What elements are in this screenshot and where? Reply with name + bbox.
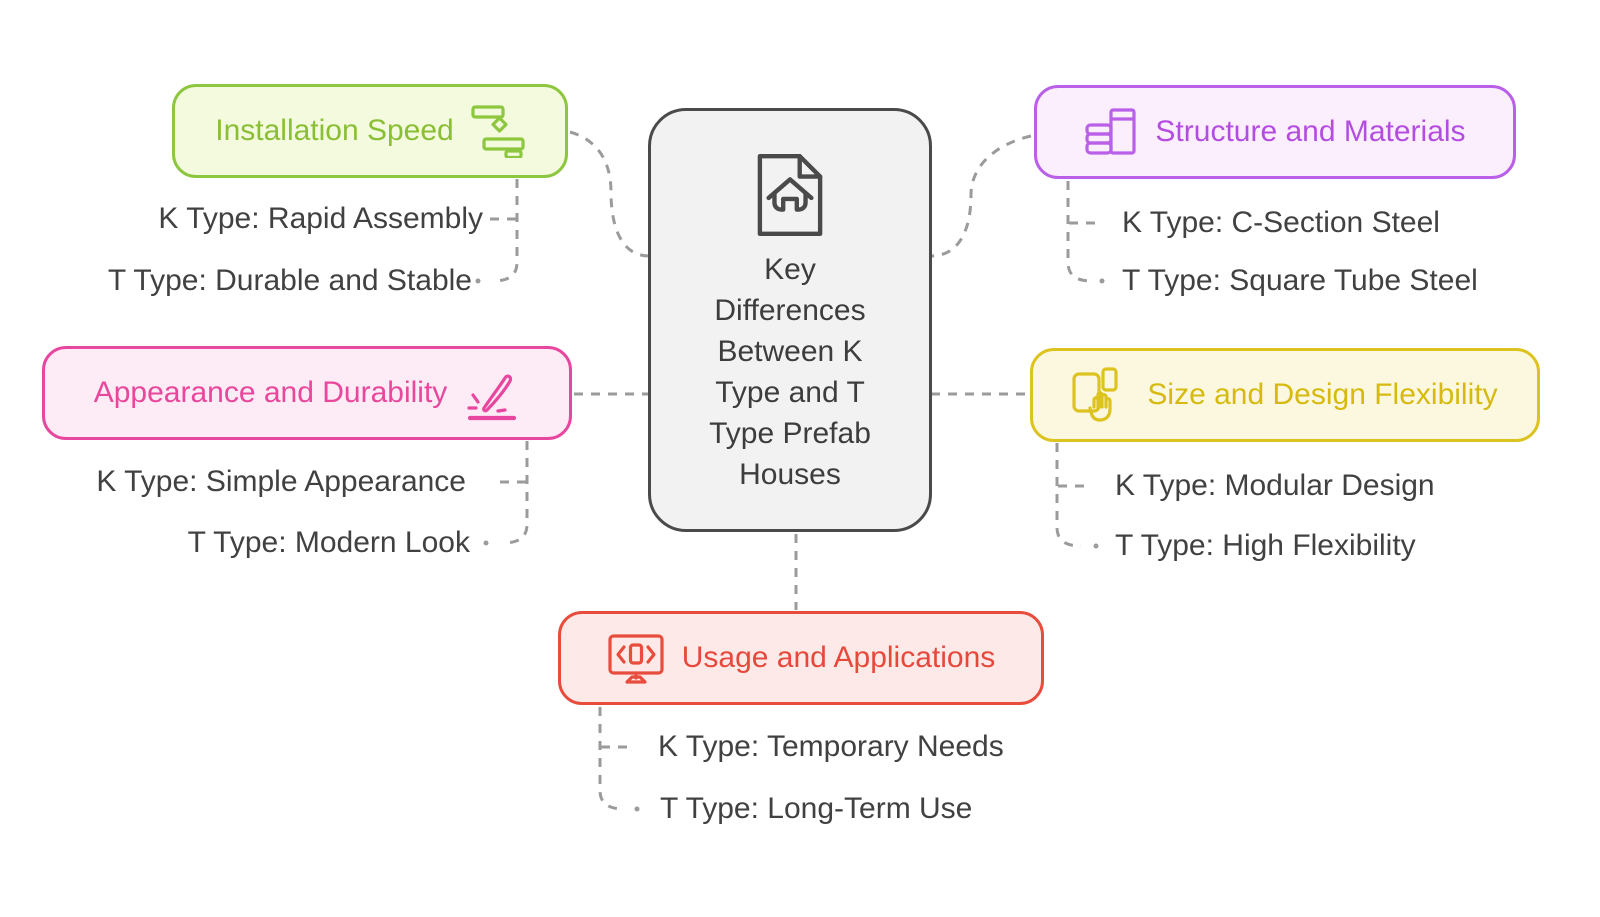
child-usage-k-type: K Type: Temporary Needs xyxy=(658,730,1004,763)
branch-structure-and-materials: Structure and Materials xyxy=(1034,85,1516,179)
connector-usage-children xyxy=(598,707,625,811)
connector-installation-children xyxy=(492,179,519,283)
branch-label: Structure and Materials xyxy=(1155,115,1466,148)
devices-hand-icon xyxy=(1072,367,1119,422)
center-title-line: Differences xyxy=(714,294,866,327)
connector-dot xyxy=(1099,278,1105,284)
center-title-line: Type Prefab xyxy=(709,417,871,450)
branch-label: Usage and Applications xyxy=(681,641,996,674)
branch-label: Installation Speed xyxy=(215,114,454,147)
branch-usage-and-applications: Usage and Applications xyxy=(558,611,1044,705)
child-size-k-type: K Type: Modular Design xyxy=(1115,469,1435,502)
monitor-code-icon xyxy=(608,634,664,684)
center-title-line: Houses xyxy=(739,458,841,491)
connector-dot xyxy=(483,540,489,546)
connector-center-structure xyxy=(930,134,1032,258)
child-usage-t-type: T Type: Long-Term Use xyxy=(660,792,973,825)
branch-appearance-and-durability: Appearance and Durability xyxy=(42,346,572,440)
connector-structure-children xyxy=(1066,181,1093,283)
center-title-line: Between K xyxy=(717,335,863,368)
branch-label: Size and Design Flexibility xyxy=(1147,378,1498,411)
center-title: Key Differences Between K Type and T Typ… xyxy=(709,249,871,495)
branch-installation-speed: Installation Speed xyxy=(172,84,568,178)
books-icon xyxy=(1085,108,1137,155)
branch-size-and-design-flexibility: Size and Design Flexibility xyxy=(1030,348,1540,442)
connector-appearance-children xyxy=(502,441,529,545)
connector-dot xyxy=(475,278,481,284)
gantt-chart-icon xyxy=(471,104,525,158)
connector-dot xyxy=(1093,543,1099,549)
child-structure-t-type: T Type: Square Tube Steel xyxy=(1122,264,1478,297)
connector-center-installation xyxy=(569,130,650,258)
child-size-t-type: T Type: High Flexibility xyxy=(1115,529,1416,562)
child-structure-k-type: K Type: C-Section Steel xyxy=(1122,206,1440,239)
center-title-line: Type and T xyxy=(715,376,865,409)
connector-dot xyxy=(634,806,640,812)
child-installation-k-type: K Type: Rapid Assembly xyxy=(158,202,483,235)
child-appearance-k-type: K Type: Simple Appearance xyxy=(96,465,466,498)
document-home-icon xyxy=(757,153,823,237)
center-title-line: Key xyxy=(764,253,816,286)
paintbrush-icon xyxy=(467,374,517,421)
branch-label: Appearance and Durability xyxy=(93,376,448,409)
child-appearance-t-type: T Type: Modern Look xyxy=(187,526,470,559)
center-node: Key Differences Between K Type and T Typ… xyxy=(648,108,932,532)
connector-size-children xyxy=(1055,443,1082,548)
child-installation-t-type: T Type: Durable and Stable xyxy=(107,264,472,297)
